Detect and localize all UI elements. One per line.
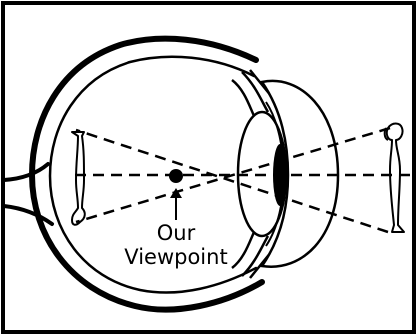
person-figure-upright — [383, 122, 405, 233]
viewpoint-label-line2: Viewpoint — [124, 245, 227, 269]
ray-bottom — [75, 128, 389, 234]
eyeball-outer-wall — [28, 35, 265, 313]
light-rays — [70, 126, 410, 234]
eyeball-inner-wall — [48, 55, 258, 294]
viewpoint-dot — [169, 169, 183, 183]
viewpoint-label-line1: Our — [157, 221, 196, 245]
viewpoint-arrow — [170, 188, 182, 220]
ray-top — [75, 126, 391, 224]
optic-nerve — [2, 162, 54, 226]
person-figure-inverted — [71, 131, 86, 226]
